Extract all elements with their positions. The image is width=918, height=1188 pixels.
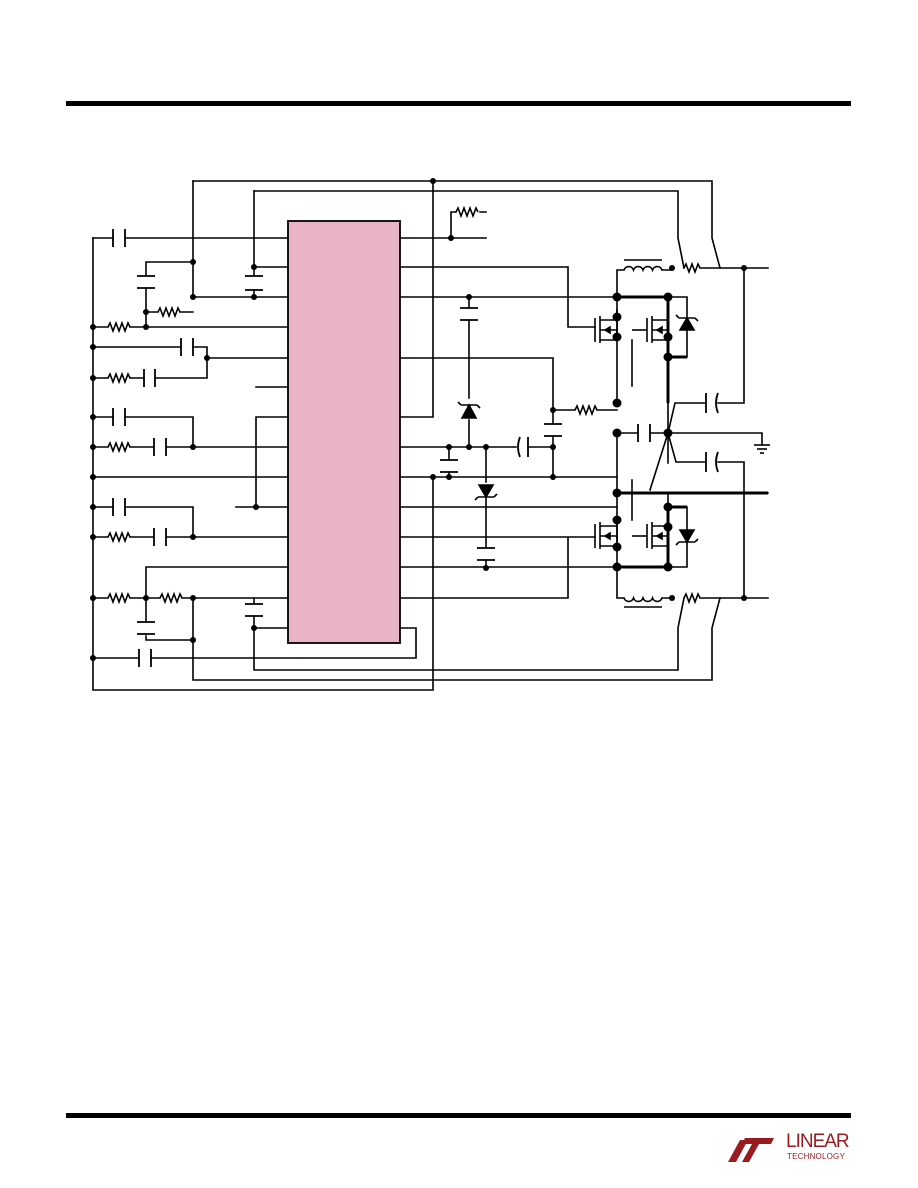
mosfets bbox=[594, 316, 669, 549]
polarized-capacitors bbox=[517, 392, 719, 473]
logo-subtitle: TECHNOLOGY bbox=[787, 1152, 846, 1161]
diodes bbox=[457, 314, 699, 546]
junction-dots bbox=[90, 178, 747, 661]
logo-wordmark: LINEAR bbox=[786, 1131, 850, 1152]
resistors bbox=[107, 205, 701, 605]
controller-ic bbox=[287, 220, 401, 644]
capacitors bbox=[112, 229, 651, 667]
ground-symbol bbox=[754, 444, 770, 454]
header-rule bbox=[66, 101, 851, 106]
footer-rule bbox=[66, 1113, 851, 1118]
linear-technology-logo bbox=[728, 1138, 774, 1162]
lt-mark-icon bbox=[728, 1138, 774, 1162]
power-traces bbox=[617, 295, 768, 569]
inductors bbox=[623, 259, 663, 608]
